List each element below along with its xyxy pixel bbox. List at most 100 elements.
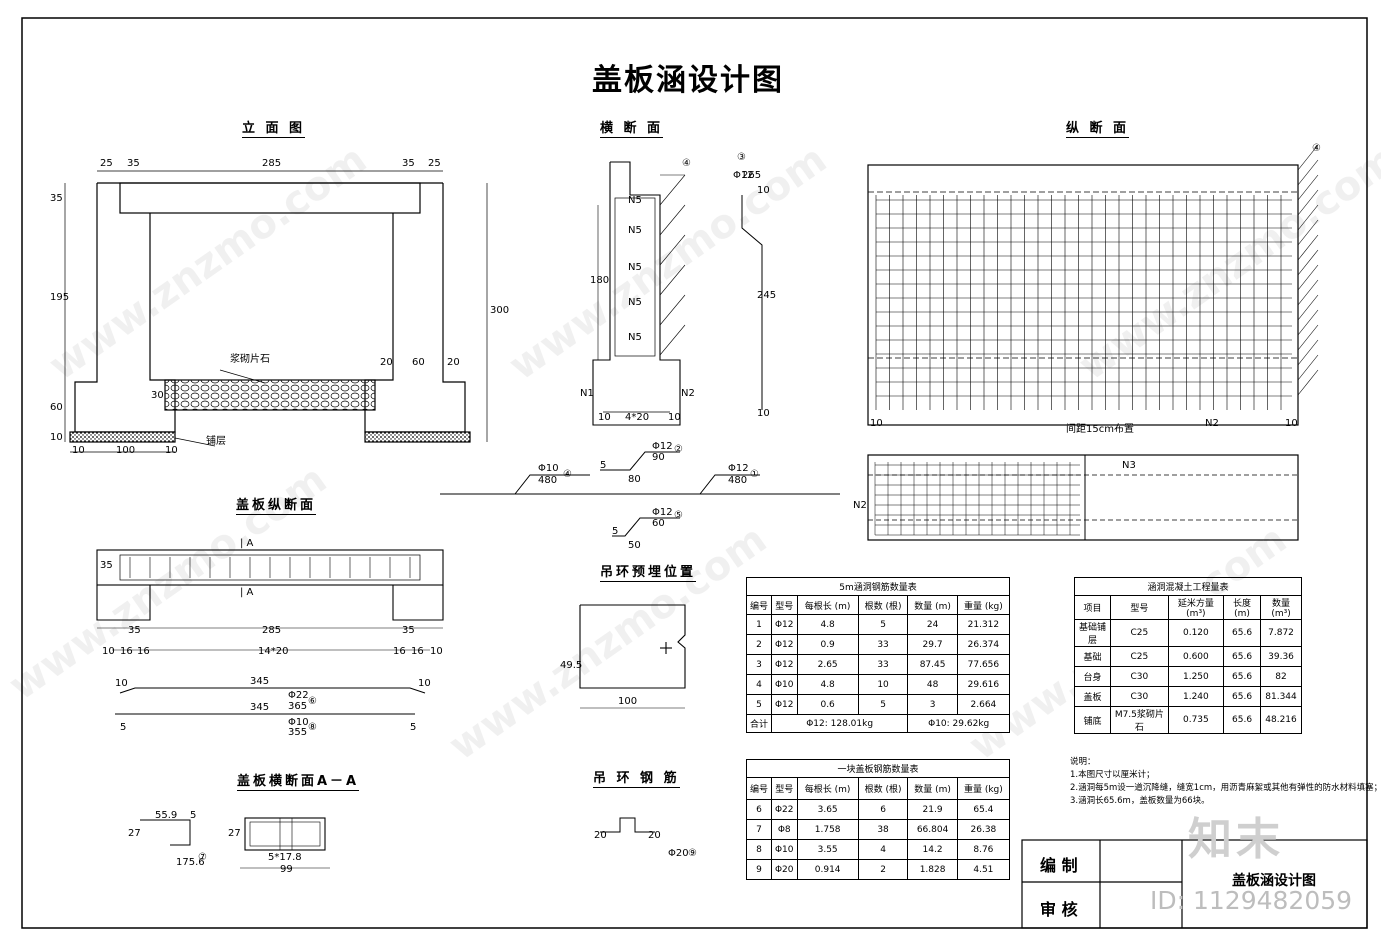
bar2-dia: Φ12 <box>652 441 673 452</box>
dim-label: 10 <box>50 432 63 443</box>
table-header: 延米方量(m³) <box>1167 595 1225 620</box>
rebar-leader <box>1297 369 1319 396</box>
table-cell: 6 <box>746 799 772 820</box>
table-cell: 2 <box>857 859 909 880</box>
rebar-leader <box>1297 249 1319 276</box>
dim-label: 20 <box>380 357 393 368</box>
longitudinal-view <box>440 144 1319 541</box>
table-cell: 3 <box>907 694 958 715</box>
brand-id: ID: 1129482059 <box>1150 886 1353 915</box>
section-cut-a: | A <box>240 587 254 598</box>
n1-label: N1 <box>580 388 594 399</box>
dim-label: 10 <box>598 412 611 423</box>
dim-label: 10 <box>1285 418 1298 429</box>
rebar-leader <box>1297 144 1319 171</box>
total-b: Φ10: 29.62kg <box>907 714 1010 733</box>
bar9-a: 20 <box>594 830 607 841</box>
rebar-leader <box>1297 264 1319 291</box>
bar-mark-8: ⑧ <box>308 722 317 733</box>
rebar-leader <box>1297 279 1319 306</box>
dim-label: 35 <box>100 560 113 571</box>
dim-label: 49.5 <box>560 660 583 671</box>
bar-mark-4: ④ <box>563 469 572 480</box>
table-cell: M7.5浆砌片石 <box>1110 706 1169 734</box>
bar9-dia: Φ20 <box>668 848 689 859</box>
bar4-dia: Φ10 <box>538 463 559 474</box>
section-slab-long-title: 盖板纵断面 <box>236 494 317 515</box>
table-cell: 14.2 <box>907 839 958 860</box>
dim-label: 10 <box>165 445 178 456</box>
dim-label: 285 <box>262 625 282 636</box>
dim-label: 35 <box>50 193 63 204</box>
bar1-len: 480 <box>728 475 748 486</box>
table-cell: 33 <box>857 634 909 655</box>
rebar-quantity-table: 5m涵洞钢筋数量表 编号 型号 每根长 (m) 根数 (根) 数量 (m) 重量… <box>746 577 1011 733</box>
table-cell: 77.656 <box>956 654 1011 675</box>
dim-label: 285 <box>262 158 282 169</box>
title-block-frame <box>1021 839 1368 929</box>
table-cell: 5 <box>857 614 909 635</box>
dim-label: 60 <box>50 402 63 413</box>
table-cell: 1.828 <box>907 859 958 880</box>
dim-label: 16 <box>411 646 424 657</box>
table-cell: 1.250 <box>1167 666 1225 687</box>
dim-label: 10 <box>102 646 115 657</box>
table-cell: 26.374 <box>956 634 1011 655</box>
dim-label: 180 <box>590 275 610 286</box>
table-cell: 7 <box>746 819 772 840</box>
bar2-a: 90 <box>652 452 665 463</box>
table-cell: 0.120 <box>1167 619 1225 647</box>
dim-label: 60 <box>412 357 425 368</box>
draft-label: 编 制 <box>1040 856 1078 875</box>
section-cross-title: 横 断 面 <box>600 117 664 138</box>
table-cell: 0.914 <box>796 859 859 880</box>
bar2-b: 5 <box>600 460 607 471</box>
total-a: Φ12: 128.01kg <box>770 714 909 733</box>
bar7-a: 55.9 <box>155 810 178 821</box>
section-elevation-title: 立 面 图 <box>242 117 306 138</box>
bar-mark-2: ② <box>674 444 683 455</box>
table-header: 长度 (m) <box>1223 595 1262 620</box>
table-cell: 0.600 <box>1167 646 1225 667</box>
table-cell: 81.344 <box>1260 686 1302 707</box>
dim-label: 35 <box>127 158 140 169</box>
dim-label: 195 <box>50 292 70 303</box>
table-caption: 一块盖板钢筋数量表 <box>746 759 1010 777</box>
bar5-b: 5 <box>612 526 619 537</box>
table-header: 型号 <box>770 777 798 800</box>
bar7-d: 175.6 <box>176 857 205 868</box>
slab-long-view <box>96 549 444 651</box>
table-header: 重量 (kg) <box>956 777 1011 800</box>
table-cell: Φ10 <box>770 839 798 860</box>
table-cell: 3 <box>746 654 772 675</box>
table-header: 数量 (m) <box>907 777 958 800</box>
table-cell: Φ8 <box>770 819 798 840</box>
table-cell: 87.45 <box>907 654 958 675</box>
table-cell: Φ20 <box>770 859 798 880</box>
rebar-leader <box>1297 339 1319 366</box>
table-cell: 7.872 <box>1260 619 1302 647</box>
table-cell: 21.9 <box>907 799 958 820</box>
note-item: 2.涵洞每5m设一道沉降缝，缝宽1cm，用沥青麻絮或其他有弹性的防水材料填塞； <box>1070 783 1381 793</box>
dim-label: 30 <box>151 390 164 401</box>
bar-mark-5: ⑤ <box>674 510 683 521</box>
dim-label: 100 <box>618 696 638 707</box>
spacing-label: 间距15cm布置 <box>1066 424 1134 435</box>
dim-label: 10 <box>72 445 85 456</box>
table-cell: 5 <box>857 694 909 715</box>
cross-section-view <box>592 161 763 426</box>
table-cell: 24 <box>907 614 958 635</box>
table-cell: 基础 <box>1074 646 1111 667</box>
bar6-b: 365 <box>288 701 308 712</box>
table-cell: 0.9 <box>796 634 859 655</box>
dim-label: 16 <box>137 646 150 657</box>
section-slab-cross-title: 盖板横断面A－A <box>237 770 360 791</box>
table-cell: 48.216 <box>1260 706 1302 734</box>
bar7-b: 5 <box>190 810 197 821</box>
bar-mark-7: ⑦ <box>198 852 207 863</box>
